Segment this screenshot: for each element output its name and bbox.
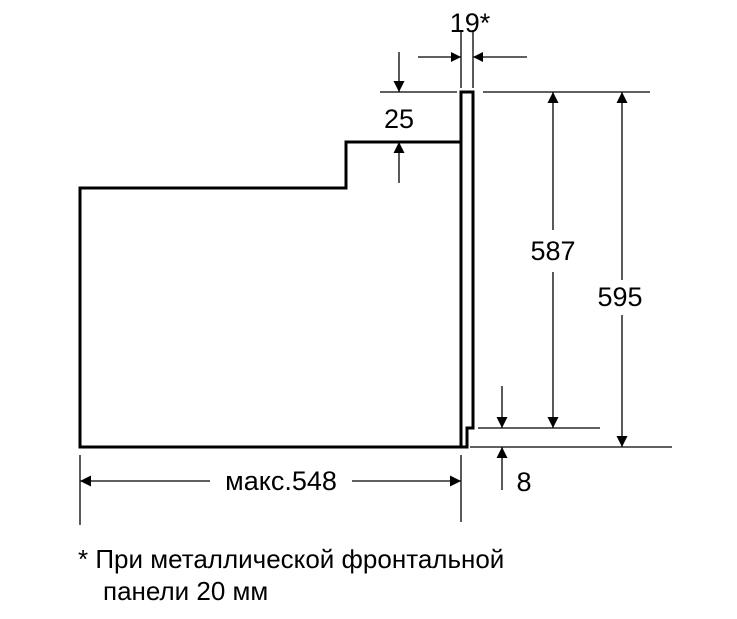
max-depth-label: макс.548 [225, 466, 337, 496]
footnote-line-2: панели 20 мм [103, 576, 269, 606]
total-height-label: 595 [597, 282, 642, 312]
front-panel-outline [459, 90, 475, 449]
footnote-line-1: * При металлической фронтальной [78, 544, 505, 574]
inner-height-label: 587 [530, 236, 575, 266]
oven-dimension-diagram: 19* 25 587 595 8 макс.548 [78, 8, 672, 525]
bottom-offset-label: 8 [516, 467, 531, 497]
top-step-label: 25 [384, 104, 414, 134]
oven-body-outline [78, 140, 461, 449]
panel-thickness-label: 19* [450, 8, 491, 38]
footnote: * При металлической фронтальной панели 2… [78, 543, 718, 607]
